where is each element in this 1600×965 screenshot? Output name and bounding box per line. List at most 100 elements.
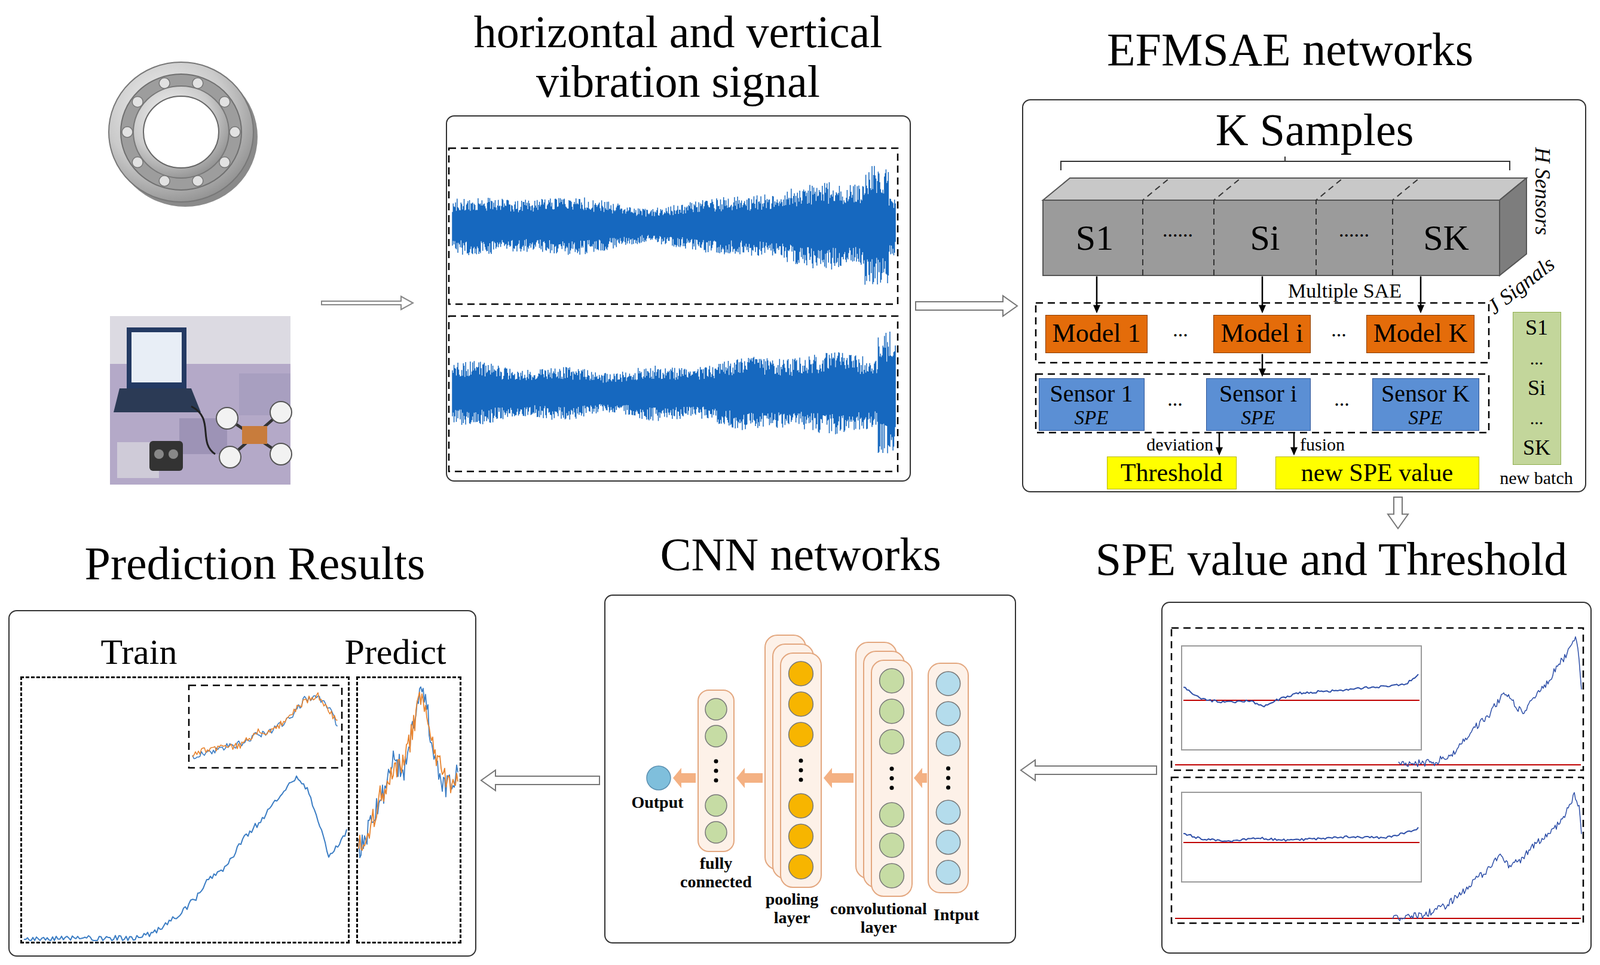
panel: SPE value and Threshold xyxy=(1161,601,1592,954)
layer-arrow xyxy=(913,768,928,789)
neuron xyxy=(879,833,905,858)
hollow-arrow xyxy=(481,770,600,791)
train-curve xyxy=(23,776,347,941)
threshold-line xyxy=(1175,764,1581,766)
arrow xyxy=(1215,432,1223,456)
flow-arrow xyxy=(321,296,413,310)
layer-arrow xyxy=(736,768,763,789)
ellipsis-dot xyxy=(946,766,951,772)
node-text: ... xyxy=(1530,408,1544,428)
sensor-box: Sensor iSPE xyxy=(1206,378,1311,431)
bearing-ball xyxy=(158,175,170,187)
bearing-groove xyxy=(120,74,242,191)
sample-cuboid: K SamplesS1......Si......SK xyxy=(1042,200,1500,276)
neuron xyxy=(705,821,727,844)
hollow-arrow xyxy=(915,295,1018,317)
label: Output xyxy=(631,793,684,813)
layer-column xyxy=(780,653,822,888)
heading: Si xyxy=(1249,218,1280,258)
neuron xyxy=(879,699,905,724)
node-text: S1 xyxy=(1525,316,1549,341)
threshold-line xyxy=(1183,842,1420,844)
neuron xyxy=(788,793,814,819)
node-text: Si xyxy=(1527,376,1546,401)
spe-zoom xyxy=(1181,646,1422,751)
ellipsis-dot xyxy=(799,778,804,783)
laptop-screen xyxy=(131,332,182,383)
zoom-frame xyxy=(188,685,342,769)
label: ... xyxy=(1167,387,1183,411)
spe-frame xyxy=(1171,777,1584,924)
remote-stick xyxy=(168,449,179,460)
arrow xyxy=(481,770,600,791)
output-neuron xyxy=(646,766,671,791)
heading: CNN networks xyxy=(659,528,941,581)
vibration-waveform xyxy=(452,331,896,454)
drone-propeller xyxy=(216,407,238,430)
predict-region: Predict xyxy=(356,676,462,944)
neuron xyxy=(879,863,905,889)
arrowhead xyxy=(1258,368,1266,378)
spe-zoom-curve xyxy=(1183,827,1419,843)
edge-label: deviation xyxy=(1146,433,1214,454)
node-text: ... xyxy=(1530,348,1544,369)
connector-line xyxy=(1420,276,1422,307)
label: J Signals xyxy=(1482,252,1560,320)
node-text: new SPE value xyxy=(1301,459,1453,487)
sensor-box: Sensor KSPE xyxy=(1372,378,1480,431)
spe-curve xyxy=(1398,637,1582,768)
bearing-ball xyxy=(121,126,133,138)
neuron xyxy=(879,729,905,755)
model-box: Model K xyxy=(1366,314,1476,354)
heading: SK xyxy=(1423,218,1470,258)
remote-control xyxy=(149,441,183,471)
arrow xyxy=(1258,354,1266,378)
bearing-bore xyxy=(143,96,219,168)
label: H Sensors xyxy=(1530,147,1554,235)
layer-arrow xyxy=(672,768,696,789)
predict-actual xyxy=(358,687,458,859)
neuron xyxy=(935,701,960,726)
label: Multiple SAE xyxy=(1288,279,1402,302)
drone-propeller xyxy=(270,401,292,424)
ellipsis-dot xyxy=(714,759,719,764)
spe-curve xyxy=(1392,792,1582,922)
label: fully connected xyxy=(668,854,764,892)
vibration-waveform xyxy=(452,166,896,286)
sensor-box: Sensor 1SPE xyxy=(1038,378,1145,431)
node-text: Sensor 1 xyxy=(1050,380,1134,408)
label: pooling layer xyxy=(756,890,828,928)
zoom-predicted xyxy=(192,692,338,758)
arrow xyxy=(1093,276,1101,314)
arrow xyxy=(1258,276,1266,314)
drone-propeller xyxy=(270,443,292,465)
remote-stick xyxy=(154,449,164,460)
zoom-actual xyxy=(192,695,338,759)
heading: horizontal and vertical vibration signal xyxy=(433,7,923,107)
heading: new batch xyxy=(1499,467,1573,488)
node-text: Threshold xyxy=(1120,459,1223,487)
neuron xyxy=(935,830,960,855)
ellipsis-dot xyxy=(889,766,895,772)
ellipsis-dot xyxy=(799,759,804,764)
node-text: Model i xyxy=(1220,319,1303,348)
neuron xyxy=(788,692,814,717)
photo-floor xyxy=(109,316,291,485)
hollow-arrow xyxy=(1020,760,1157,781)
layer-column xyxy=(871,660,913,897)
train-region: Train xyxy=(20,676,350,944)
bearing-ball xyxy=(229,126,241,138)
label: ... xyxy=(1331,318,1347,341)
panel: Prediction ResultsTrainPredict xyxy=(8,610,477,957)
connector-line xyxy=(1261,276,1264,307)
arrowhead xyxy=(1290,447,1298,456)
arrowhead xyxy=(1417,305,1425,314)
spe-zoom-curve xyxy=(1183,674,1419,708)
node-text: SPE xyxy=(1408,407,1443,429)
bearing-outer-ring xyxy=(108,62,254,203)
heading: K Samples xyxy=(1215,105,1414,156)
arrow xyxy=(1290,432,1298,456)
